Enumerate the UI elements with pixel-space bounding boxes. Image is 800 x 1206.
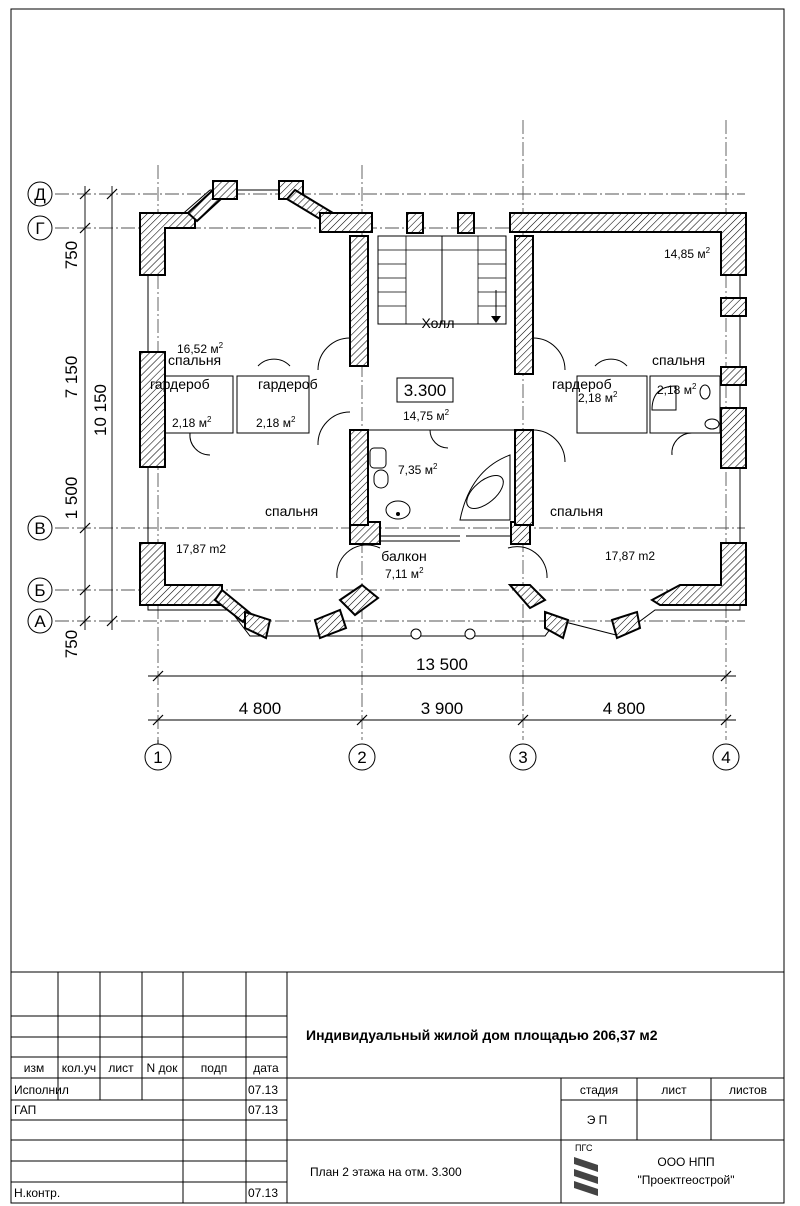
- dim-span-1: 4 800: [239, 699, 282, 718]
- stamp-sheet-title: План 2 этажа на отм. 3.300: [310, 1165, 462, 1179]
- staircase: [377, 235, 507, 325]
- interior-walls: [164, 235, 721, 526]
- stamp-stage-value: Э П: [587, 1113, 608, 1127]
- stamp-header-ndok: N док: [147, 1061, 179, 1075]
- stamp-header-izm: изм: [24, 1061, 44, 1075]
- bed-right-top-label: спальня: [652, 352, 705, 368]
- stamp-header-list: лист: [108, 1061, 134, 1075]
- axis-label-b: Б: [34, 581, 45, 600]
- company-logo-icon: ПГС: [574, 1143, 598, 1196]
- closet-left-2-label: гардероб: [258, 376, 318, 392]
- stamp-company-line1: ООО НПП: [657, 1155, 714, 1169]
- axis-label-a: А: [34, 612, 46, 631]
- stamp-company-line2: "Проектгеострой": [637, 1173, 734, 1187]
- room-hall-label: Холл: [422, 315, 455, 331]
- stamp-header-podp: подп: [201, 1061, 227, 1075]
- level-mark-frame: [396, 377, 454, 403]
- closet-left-1-label: гардероб: [150, 376, 210, 392]
- stamp-sheet-header: лист: [661, 1083, 687, 1097]
- dim-left-750-bottom: 750: [62, 630, 81, 658]
- svg-text:2,18 м2: 2,18 м2: [172, 415, 212, 430]
- dim-left-750-top: 750: [62, 241, 81, 269]
- balcony-area: 7,11 м: [385, 567, 419, 581]
- axis-label-2: 2: [357, 748, 366, 767]
- axis-label-d: Д: [34, 185, 46, 204]
- row-axis-markers: Д Г В Б А: [27, 181, 53, 634]
- stamp-signer-ispolnil-date: 07.13: [248, 1083, 278, 1097]
- stamp-signer-nkontr-date: 07.13: [248, 1186, 278, 1200]
- dim-span-2: 3 900: [421, 699, 464, 718]
- sanitary-fixtures: [369, 384, 720, 521]
- bed-left-top-area: 16,52 м: [177, 342, 219, 356]
- stamp-signer-gap-date: 07.13: [248, 1103, 278, 1117]
- exterior-walls: [139, 180, 747, 640]
- svg-text:2,18 м2: 2,18 м2: [256, 415, 296, 430]
- stamp-header-kol: кол.уч: [62, 1061, 96, 1075]
- svg-text:14,75 м2: 14,75 м2: [403, 408, 450, 423]
- closet-left-1-area: 2,18 м: [172, 416, 207, 430]
- closet-left-2-area: 2,18 м: [256, 416, 291, 430]
- bed-left-top-label: спальня: [168, 352, 221, 368]
- closet-right-area: 2,18 м: [578, 391, 613, 405]
- stamp-signer-nkontr: Н.контр.: [14, 1186, 60, 1200]
- bed-right-bottom-area: 17,87 m2: [605, 549, 655, 563]
- dim-total-width: 13 500: [416, 655, 468, 674]
- axis-label-g: Г: [35, 219, 44, 238]
- svg-text:7,35 м2: 7,35 м2: [398, 462, 438, 477]
- hall-area: 14,75 м: [403, 409, 445, 423]
- svg-text:ПГС: ПГС: [575, 1143, 593, 1153]
- level-mark: 3.300: [404, 381, 447, 400]
- dim-total-height: 10 150: [91, 384, 110, 436]
- stamp-signer-ispolnil: Исполнил: [14, 1083, 69, 1097]
- svg-text:2,18 м2: 2,18 м2: [657, 382, 697, 397]
- axis-label-3: 3: [518, 748, 527, 767]
- svg-text:14,85 м2: 14,85 м2: [664, 246, 711, 261]
- top-right-area: 14,85 м: [664, 247, 706, 261]
- balcony-label: балкон: [381, 548, 426, 564]
- axis-label-v: В: [34, 519, 45, 538]
- dim-left-7150: 7 150: [62, 356, 81, 399]
- bed-right-bottom-label: спальня: [550, 503, 603, 519]
- bed-left-bottom-area: 17,87 m2: [176, 542, 226, 556]
- svg-text:7,11 м2: 7,11 м2: [385, 566, 424, 581]
- balcony-railing: [410, 628, 476, 640]
- axis-label-1: 1: [153, 748, 162, 767]
- closet-right-label: гардероб: [552, 376, 612, 392]
- stair-arrow-icon: [491, 316, 501, 323]
- stamp-sheets-header: листов: [729, 1083, 767, 1097]
- bottom-dimensions: 13 500 4 800 3 900 4 800: [148, 655, 736, 726]
- wc-right-area: 2,18 м: [657, 383, 692, 397]
- stamp-header-data: дата: [253, 1061, 279, 1075]
- left-dimensions: 750 7 150 1 500 750 10 150: [62, 186, 118, 658]
- svg-text:16,52 м2: 16,52 м2: [177, 341, 224, 356]
- axis-label-4: 4: [721, 748, 730, 767]
- stamp-signer-gap: ГАП: [14, 1103, 36, 1117]
- title-block: изм кол.уч лист N док подп дата Исполнил…: [10, 971, 785, 1204]
- dim-left-1500: 1 500: [62, 477, 81, 520]
- door-swings: [189, 337, 693, 579]
- stamp-project-title: Индивидуальный жилой дом площадью 206,37…: [306, 1027, 658, 1043]
- dim-span-3: 4 800: [603, 699, 646, 718]
- column-axis-markers: 1 2 3 4: [144, 740, 740, 771]
- bath-area: 7,35 м: [398, 463, 433, 477]
- bed-left-bottom-label: спальня: [265, 503, 318, 519]
- stamp-stage-header: стадия: [580, 1083, 618, 1097]
- room-labels: Холл 3.300 14,75 м2 14,85 м2 16,52 м2 сп…: [150, 246, 711, 581]
- svg-text:2,18 м2: 2,18 м2: [578, 390, 618, 405]
